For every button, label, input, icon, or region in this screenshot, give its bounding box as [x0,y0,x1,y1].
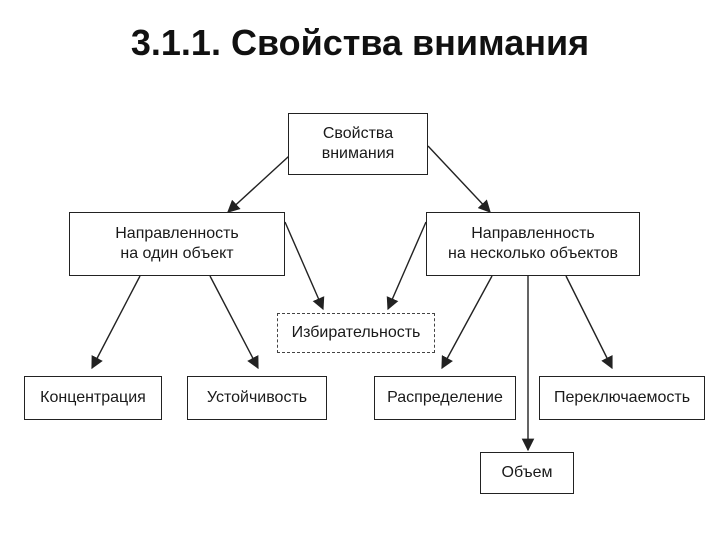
node-selectivity: Избирательность [277,313,435,353]
slide-title: 3.1.1. Свойства внимания [130,22,590,63]
arrow-single-to-concentration [91,275,141,370]
arrow-single-to-stability [209,275,259,370]
node-multiple-objects-direction: Направленность на несколько объектов [426,212,640,276]
node-label: Устойчивость [206,389,308,406]
node-label: Свойства внимания [321,125,395,162]
node-concentration: Концентрация [24,376,162,420]
node-single-object-direction: Направленность на один объект [69,212,285,276]
arrow-root-to-multi [427,145,491,213]
node-switching: Переключаемость [539,376,705,420]
node-label: Направленность на несколько объектов [448,225,618,262]
arrow-multi-to-distribution [441,275,493,370]
arrow-multi-to-selectivity [386,221,427,311]
node-attention-properties: Свойства внимания [288,113,428,175]
arrow-single-to-selectivity [284,221,325,311]
node-label: Распределение [387,389,503,406]
node-label: Объем [501,464,553,481]
node-label: Избирательность [291,324,421,341]
node-volume: Объем [480,452,574,494]
node-label: Направленность на один объект [115,225,239,262]
node-label: Переключаемость [553,389,691,406]
node-label: Концентрация [40,389,146,406]
node-distribution: Распределение [374,376,516,420]
arrow-multi-to-switching [565,275,613,370]
node-stability: Устойчивость [187,376,327,420]
